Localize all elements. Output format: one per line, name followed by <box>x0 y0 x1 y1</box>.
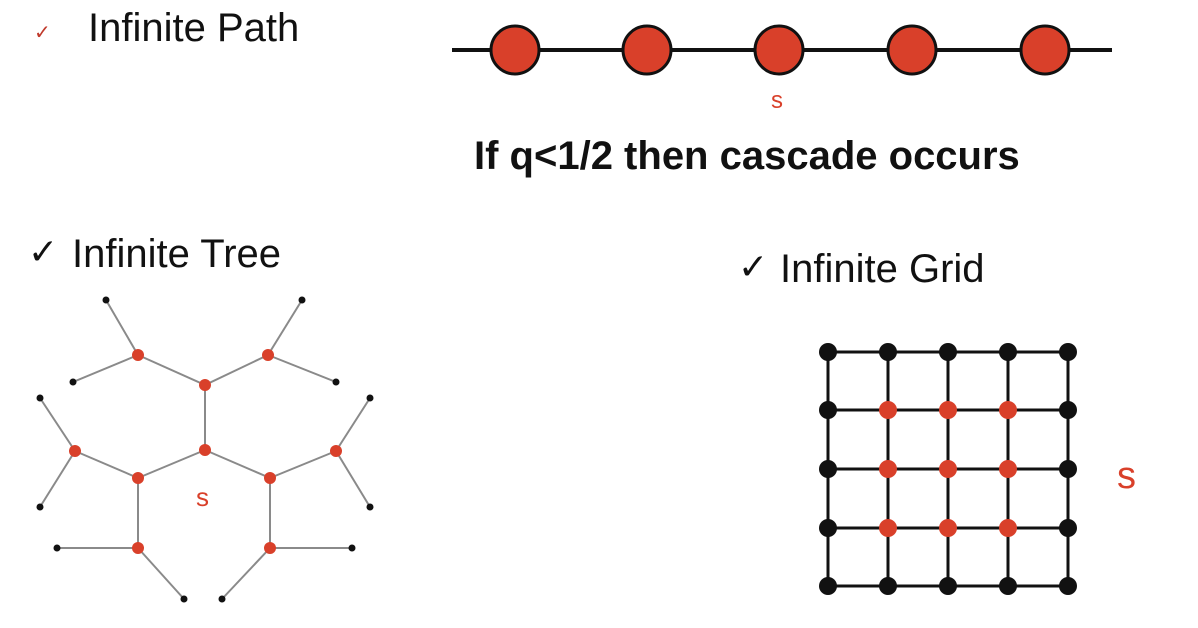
tree-edge <box>137 354 206 386</box>
tree-edge <box>39 450 76 508</box>
tree-node-leaf <box>366 394 374 402</box>
grid-node-active <box>939 460 957 478</box>
grid-node-active <box>879 460 897 478</box>
grid-node <box>939 343 957 361</box>
tree-node-active <box>132 349 144 361</box>
grid-check-icon: ✓ <box>738 247 769 288</box>
grid-node <box>1059 519 1077 537</box>
tree-edge <box>72 354 139 383</box>
tree-nodes: s <box>36 296 374 603</box>
grid-node-active <box>939 401 957 419</box>
grid-node <box>819 460 837 478</box>
path-check-icon: ✓ <box>34 20 51 44</box>
grid-node <box>1059 460 1077 478</box>
path-s-label: s <box>771 87 783 114</box>
grid-node <box>939 577 957 595</box>
tree-edge <box>267 299 303 356</box>
grid-node <box>819 519 837 537</box>
grid-node-active <box>939 519 957 537</box>
path-node <box>886 24 938 76</box>
tree-node-leaf <box>332 378 340 386</box>
grid-node <box>999 343 1017 361</box>
tree-node-leaf <box>298 296 306 304</box>
grid-node-active <box>999 401 1017 419</box>
path-title: Infinite Path <box>88 6 300 50</box>
tree-edge <box>335 397 371 452</box>
tree-s-label: s <box>196 482 209 512</box>
tree-edge <box>105 299 139 356</box>
tree-edge <box>204 449 271 479</box>
tree-node-active <box>132 542 144 554</box>
grid-node <box>1059 401 1077 419</box>
tree-edge <box>221 547 271 600</box>
tree-node-active <box>264 542 276 554</box>
tree-node-leaf <box>366 503 374 511</box>
tree-node-leaf <box>218 595 226 603</box>
grid-node <box>999 577 1017 595</box>
tree-node-leaf <box>36 503 44 511</box>
tree-node-leaf <box>53 544 61 552</box>
path-node <box>1019 24 1071 76</box>
tree-edge <box>39 397 76 452</box>
grid-node <box>879 577 897 595</box>
tree-node-leaf <box>102 296 110 304</box>
tree-edge <box>267 354 337 383</box>
tree-edge <box>74 450 139 479</box>
tree-check-icon: ✓ <box>28 232 59 273</box>
grid-node <box>1059 343 1077 361</box>
path-node <box>489 24 541 76</box>
tree-node-active <box>262 349 274 361</box>
grid-node <box>819 343 837 361</box>
grid-node <box>819 401 837 419</box>
grid-node <box>819 577 837 595</box>
grid-node <box>879 343 897 361</box>
tree-node-active <box>132 472 144 484</box>
grid-node-active <box>999 519 1017 537</box>
grid-node <box>1059 577 1077 595</box>
tree-node-leaf <box>69 378 77 386</box>
path-node <box>621 24 673 76</box>
tree-node-leaf <box>180 595 188 603</box>
tree-node-leaf <box>348 544 356 552</box>
tree-node-active <box>330 445 342 457</box>
tree-title: Infinite Tree <box>72 232 282 276</box>
grid-node-active <box>879 401 897 419</box>
tree-edge <box>137 547 185 600</box>
grid-title: Infinite Grid <box>780 247 985 291</box>
tree-edge <box>269 450 337 479</box>
tree-node-active <box>199 379 211 391</box>
path-node-s <box>753 24 805 76</box>
grid-node-active <box>999 460 1017 478</box>
grid-s-label: s <box>1117 455 1136 497</box>
tree-node-active <box>199 444 211 456</box>
infinite-tree-diagram <box>39 299 371 600</box>
tree-node-active <box>69 445 81 457</box>
tree-edge <box>335 450 371 508</box>
tree-node-leaf <box>36 394 44 402</box>
grid-nodes: s <box>819 343 1136 595</box>
tree-edge <box>204 354 269 386</box>
tree-node-active <box>264 472 276 484</box>
tree-edge <box>137 449 206 479</box>
infinite-path-diagram: s <box>452 24 1112 114</box>
grid-node-active <box>879 519 897 537</box>
cascade-caption: If q<1/2 then cascade occurs <box>474 134 1020 178</box>
